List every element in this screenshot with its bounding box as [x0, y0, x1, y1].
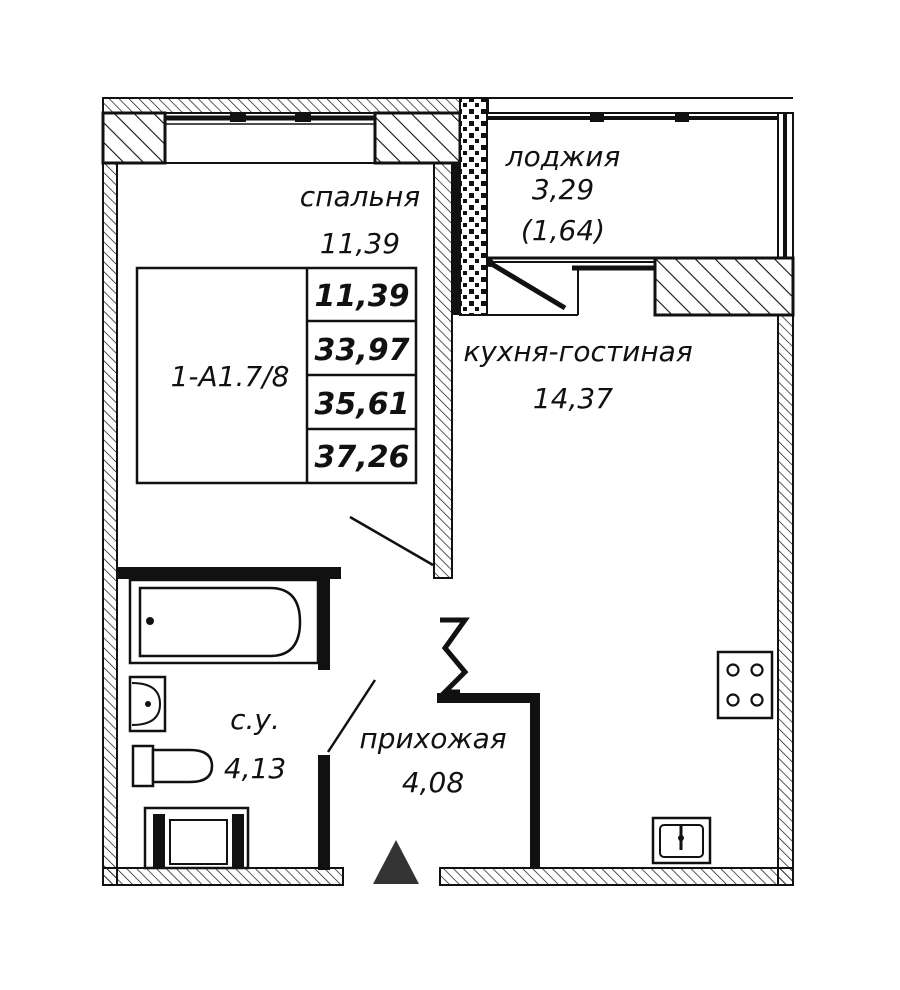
- stove-icon: [716, 650, 774, 720]
- table-value-1: 11,39: [315, 279, 410, 314]
- sink-icon: [128, 675, 167, 733]
- apartment-info-table: 1-А1.7/8 11,39 33,97 35,61 37,26: [135, 266, 418, 485]
- kitchen-living-area: 14,37: [533, 382, 613, 415]
- hallway-name: прихожая: [359, 722, 506, 755]
- loggia-area: 3,29: [532, 173, 594, 206]
- table-value-3: 35,61: [315, 387, 410, 422]
- outer-walls: [102, 162, 794, 886]
- entrance-triangle-icon: [373, 840, 419, 884]
- kitchen-sink-icon: [651, 816, 712, 865]
- loggia-structure: [459, 97, 795, 317]
- apartment-code: 1-А1.7/8: [171, 360, 290, 393]
- top-window-wall: [101, 97, 489, 165]
- loggia-name: лоджия: [505, 140, 621, 173]
- doors: [326, 515, 470, 753]
- kitchen-living-name: кухня-гостиная: [463, 335, 692, 368]
- table-value-4: 37,26: [315, 440, 410, 475]
- loggia-area-reduced: (1,64): [521, 214, 605, 247]
- toilet-icon: [131, 744, 214, 788]
- bathroom-name: с.у.: [230, 703, 280, 736]
- washing-machine-icon: [143, 806, 250, 870]
- bathtub-icon: [128, 578, 320, 665]
- bathroom-area: 4,13: [224, 752, 286, 785]
- bedroom-name: спальня: [300, 180, 420, 213]
- interior-walls: [117, 162, 540, 870]
- hallway-area: 4,08: [402, 766, 464, 799]
- bedroom-area: 11,39: [320, 227, 400, 260]
- table-value-2: 33,97: [315, 333, 410, 368]
